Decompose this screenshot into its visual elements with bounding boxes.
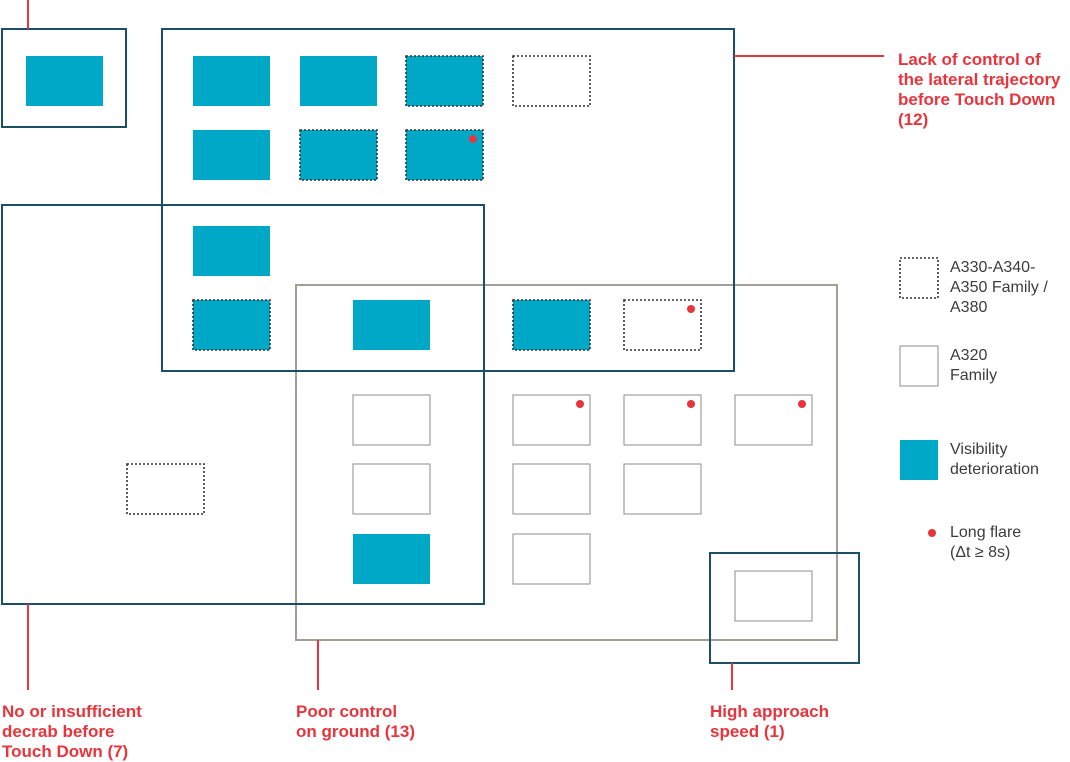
case-marker xyxy=(126,463,205,515)
case-marker xyxy=(192,299,271,351)
case-marker xyxy=(353,300,430,350)
case-marker xyxy=(353,534,430,584)
group-box-high-speed xyxy=(709,552,860,664)
category-label-high-speed: High approach speed (1) xyxy=(710,702,830,741)
case-marker xyxy=(512,55,591,107)
case-box xyxy=(26,56,103,106)
case-box xyxy=(192,299,271,351)
case-marker xyxy=(193,226,270,276)
case-box xyxy=(353,300,430,350)
case-box xyxy=(623,463,702,515)
group-box-lateral xyxy=(161,28,735,372)
legend-label-long-flare: Long flare (Δt ≥ 8s) xyxy=(950,524,1022,561)
category-label-ground: Poor control on ground (13) xyxy=(296,702,415,741)
case-marker xyxy=(734,394,813,446)
legend-swatch-visibility xyxy=(900,440,938,480)
case-box xyxy=(512,533,591,585)
case-marker xyxy=(623,394,702,446)
long-flare-dot xyxy=(687,305,695,313)
legend-label-visibility: Visibility deterioration xyxy=(950,441,1039,478)
case-marker xyxy=(734,570,813,622)
case-marker xyxy=(512,533,591,585)
case-marker xyxy=(512,299,591,351)
case-box xyxy=(405,55,484,107)
legend-swatch-widebody xyxy=(899,257,939,299)
category-label-decrab: No or insufficient decrab before Touch D… xyxy=(2,702,142,761)
case-marker xyxy=(512,463,591,515)
case-marker xyxy=(352,463,431,515)
long-flare-dot xyxy=(798,400,806,408)
case-box xyxy=(300,56,377,106)
case-marker xyxy=(299,129,378,181)
case-marker xyxy=(352,394,431,446)
case-box xyxy=(193,130,270,180)
group-box-decrab xyxy=(1,204,485,605)
long-flare-dot xyxy=(576,400,584,408)
case-marker xyxy=(405,129,484,181)
case-marker xyxy=(193,130,270,180)
long-flare-dot xyxy=(687,400,695,408)
case-box xyxy=(352,394,431,446)
case-marker xyxy=(405,55,484,107)
group-box-ground xyxy=(295,284,838,641)
case-box xyxy=(193,226,270,276)
legend-label-a320: A320 Family xyxy=(950,347,998,384)
case-box xyxy=(512,55,591,107)
case-marker xyxy=(26,56,103,106)
category-label-lateral: Lack of control of the lateral trajector… xyxy=(898,50,1061,129)
case-box xyxy=(193,56,270,106)
case-marker xyxy=(623,463,702,515)
case-box xyxy=(352,463,431,515)
case-box xyxy=(734,570,813,622)
legend-swatch-a320 xyxy=(899,345,939,387)
legend-swatch-long-flare xyxy=(928,529,936,537)
case-marker xyxy=(512,394,591,446)
case-box xyxy=(512,463,591,515)
case-marker xyxy=(300,56,377,106)
case-box xyxy=(126,463,205,515)
long-flare-dot xyxy=(469,135,477,143)
legend-label-widebody: A330-A340- A350 Family / A380 xyxy=(950,259,1048,316)
case-marker xyxy=(193,56,270,106)
case-box xyxy=(512,299,591,351)
case-marker xyxy=(623,299,702,351)
group-box-lateral-extra xyxy=(1,28,127,128)
case-box xyxy=(299,129,378,181)
case-box xyxy=(353,534,430,584)
